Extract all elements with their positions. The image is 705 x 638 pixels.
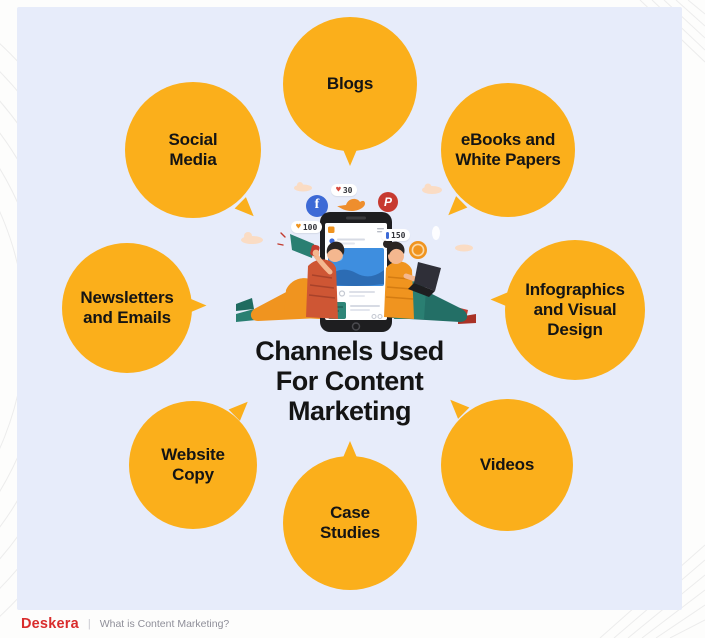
bubble-label: Website Copy — [161, 444, 225, 484]
footer: Deskera | What is Content Marketing? — [0, 609, 705, 638]
bubble-blogs: Blogs — [283, 17, 417, 166]
stat-value: 30 — [342, 185, 353, 195]
stat-value: 150 — [391, 230, 406, 240]
likes-stat-bubble: ♥ 100 — [291, 221, 323, 233]
bubble-website-copy: Website Copy — [129, 396, 257, 529]
coin-icon — [409, 241, 427, 259]
heart-icon: ♥ — [336, 185, 341, 194]
bubble-tail — [342, 441, 358, 460]
bubble-case-studies: Case Studies — [283, 441, 417, 590]
bubble-label: Infographics and Visual Design — [525, 279, 625, 340]
bubble-label: eBooks and White Papers — [455, 129, 561, 169]
stat-value: 100 — [302, 222, 318, 232]
woman-with-laptop — [383, 240, 476, 324]
bubble-newsletters-emails: Newsletters and Emails — [62, 243, 207, 373]
bubble-label: Case Studies — [319, 502, 380, 542]
likes-stat-bubble: ♥ 30 — [331, 184, 358, 196]
bubble-label: Social Media — [168, 129, 218, 169]
footer-separator: | — [87, 617, 91, 630]
spark-decoration — [432, 226, 440, 240]
facebook-letter: f — [314, 197, 320, 212]
twitter-bird-icon — [337, 198, 365, 211]
bubble-social-media: Social Media — [125, 82, 261, 222]
bubble-infographics-visual-design: Infographics and Visual Design — [490, 240, 645, 380]
bubble-label: Blogs — [326, 73, 374, 93]
cloud-decorations — [241, 182, 473, 252]
deskera-logo: Deskera — [21, 615, 79, 632]
bubble-label: Videos — [479, 454, 535, 474]
bubble-ebooks-white-papers: eBooks and White Papers — [441, 83, 575, 221]
pinterest-letter: P — [383, 195, 392, 209]
bubble-videos: Videos — [441, 394, 573, 531]
shares-stat-bubble: 150 — [381, 229, 411, 241]
facebook-icon — [306, 195, 328, 217]
bubble-tail — [187, 297, 207, 314]
page-title: Channels Used For Content Marketing — [255, 336, 444, 427]
bubble-label: Newsletters and Emails — [80, 287, 174, 327]
footer-caption: What is Content Marketing? — [99, 617, 230, 630]
bubble-tail — [490, 291, 510, 308]
center-illustration — [236, 182, 476, 332]
heart-icon: ♥ — [296, 222, 301, 231]
bubble-tail — [342, 147, 358, 166]
man-with-megaphone — [236, 232, 345, 322]
pinterest-icon — [378, 192, 398, 212]
bar-icon — [386, 231, 389, 239]
